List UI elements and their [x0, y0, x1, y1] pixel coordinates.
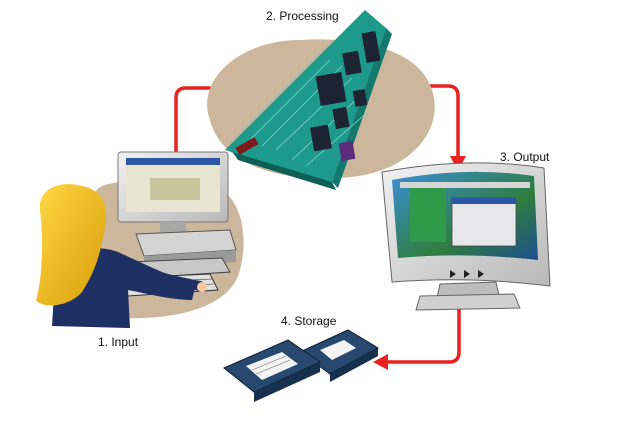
- label-storage: 4. Storage: [281, 314, 337, 328]
- monitor-foot: [415, 293, 521, 311]
- arrow-output-to-storage: [386, 302, 461, 364]
- user-hand: [197, 282, 207, 292]
- output-monitor-icon: [381, 162, 551, 311]
- user-hair: [36, 184, 107, 306]
- arrowhead-left-icon: [373, 354, 388, 370]
- arrow-processing-to-output: [390, 84, 460, 158]
- user-arm: [115, 257, 205, 291]
- label-processing: 2. Processing: [266, 9, 339, 23]
- circuit-board-icon: [207, 10, 435, 190]
- label-output: 3. Output: [500, 150, 550, 164]
- user-at-computer-icon: [36, 184, 207, 328]
- input-workstation: [36, 151, 244, 328]
- board-chips: [235, 31, 381, 162]
- input-monitor-icon: [117, 151, 229, 232]
- floppy-disk-icon: [223, 339, 322, 402]
- flow-arrows: [174, 84, 461, 364]
- label-input: 1. Input: [98, 335, 139, 349]
- storage-disks: [223, 329, 380, 402]
- monitor-buttons: [450, 270, 484, 278]
- arrow-input-to-processing: [174, 86, 268, 162]
